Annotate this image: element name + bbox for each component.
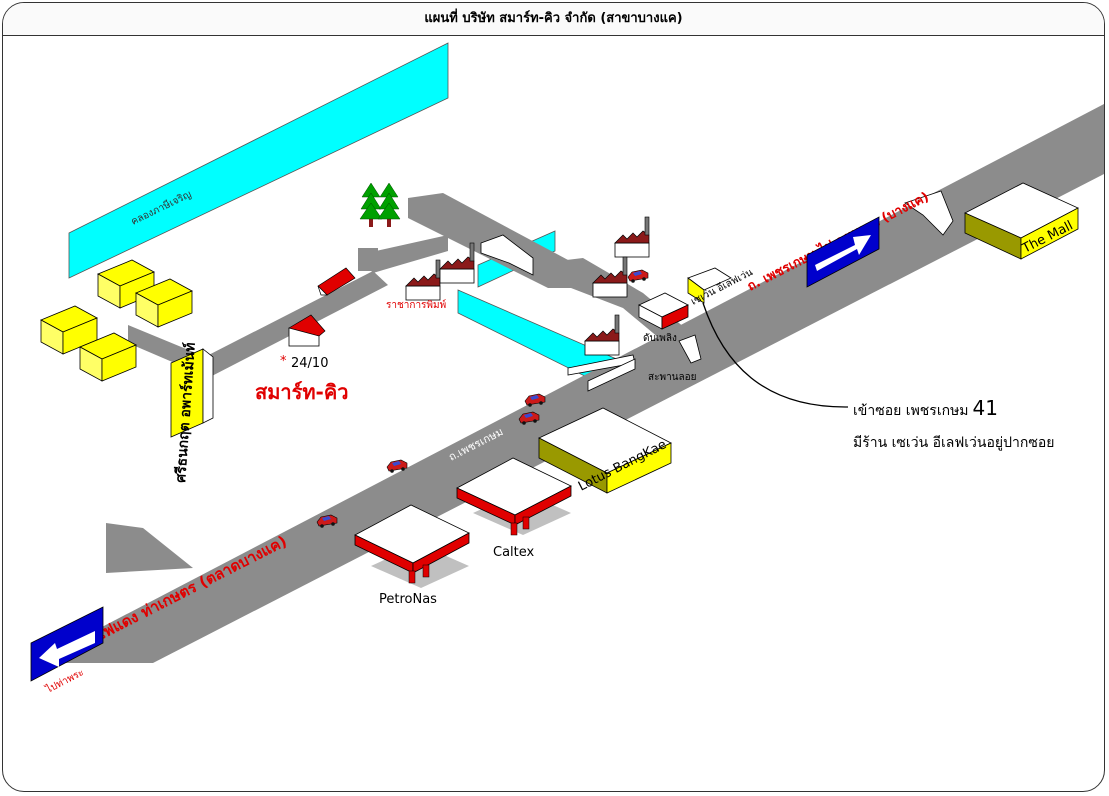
directions-line2: มีร้าน เซเว่น อีเลฟเว่นอยู่ปากซอย bbox=[853, 435, 1054, 451]
srithanakrit-building-side bbox=[202, 348, 214, 424]
printing-label: ราชาการพิมพ์ bbox=[386, 299, 446, 311]
side-road-a bbox=[193, 271, 388, 378]
canal-upper bbox=[68, 42, 449, 279]
footbridge-c bbox=[678, 334, 702, 364]
directions-line1-prefix: เข้าซอย เพชรเกษม bbox=[853, 403, 969, 419]
the-mall-building bbox=[964, 182, 1079, 260]
house-icon bbox=[288, 314, 326, 347]
side-road-c bbox=[358, 235, 448, 273]
car-icon bbox=[627, 269, 649, 284]
tree-icon bbox=[377, 182, 401, 228]
arrow-right-icon bbox=[806, 216, 880, 288]
arrow-left-icon bbox=[30, 606, 104, 682]
fire-station-label: ดับเพลิง bbox=[643, 333, 677, 344]
directions-line1-number: 41 bbox=[973, 396, 998, 420]
pointer-line bbox=[702, 302, 849, 408]
lotus-building bbox=[538, 407, 672, 494]
bridge-upper bbox=[480, 234, 534, 276]
gas-station-icon bbox=[456, 457, 572, 536]
house-icon bbox=[317, 267, 356, 296]
factory-icon bbox=[584, 314, 620, 356]
footbridge-a bbox=[587, 358, 636, 392]
road-stub-left bbox=[106, 523, 193, 573]
factory-icon bbox=[405, 259, 441, 301]
tree-icon bbox=[359, 182, 383, 228]
gas-station-icon bbox=[354, 504, 470, 588]
map-canvas: คลองภาษีเจริญ ศรีธนกฤต อพาร์ทเม้นท์ bbox=[30, 42, 1104, 696]
factory-icon bbox=[614, 216, 650, 258]
address-marker: * bbox=[280, 354, 287, 369]
seven-eleven-building bbox=[687, 267, 732, 304]
bridge-label: สะพานลอย bbox=[648, 372, 697, 383]
footbridge-b bbox=[904, 190, 954, 236]
petronas-label: PetroNas bbox=[379, 592, 437, 607]
page-title: แผนที่ บริษัท สมาร์ท-คิว จำกัด (สาขาบางแ… bbox=[3, 3, 1104, 36]
side-road-e bbox=[358, 248, 378, 271]
caltex-label: Caltex bbox=[493, 545, 535, 560]
main-road bbox=[33, 104, 1104, 663]
fire-station bbox=[638, 292, 689, 330]
company-name: สมาร์ท-คิว bbox=[255, 380, 348, 404]
address-label: 24/10 bbox=[291, 356, 328, 371]
